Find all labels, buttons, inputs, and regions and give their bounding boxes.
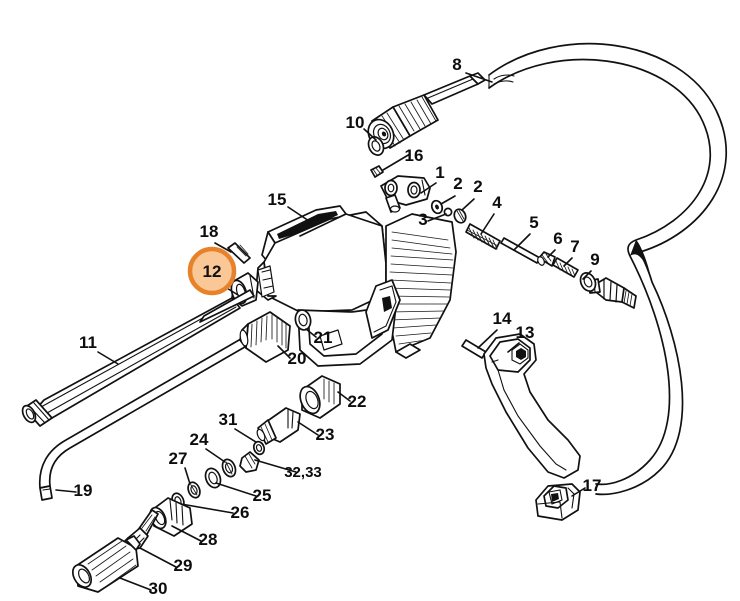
part-22-coupling-sleeve (299, 375, 341, 419)
part-10-o-ring (367, 136, 385, 156)
part-25-seal-ring (204, 467, 222, 489)
part-31-o-ring (252, 440, 266, 456)
part-17-safety-latch (535, 483, 581, 521)
callout-label-18: 18 (200, 222, 219, 241)
callout-label-9: 9 (590, 250, 599, 269)
callout-label-14: 14 (493, 309, 512, 328)
callout-label-13: 13 (516, 323, 535, 342)
part-1-swivel-fitting (380, 175, 431, 213)
callout-label-4: 4 (492, 193, 502, 212)
part-13-trigger-lever (483, 333, 581, 479)
callout-label-15: 15 (268, 190, 287, 209)
high-pressure-hose (488, 42, 727, 496)
callout-label-3: 3 (418, 210, 427, 229)
part-23-nipple (256, 407, 301, 445)
part-2-washer-b (453, 208, 467, 224)
part-21-o-ring (294, 309, 312, 331)
callout-label-1: 1 (435, 163, 444, 182)
callout-label-23: 23 (316, 425, 335, 444)
part-32-33-filter-insert (239, 451, 260, 473)
part-28-nozzle-body (137, 497, 193, 537)
callout-label-8: 8 (452, 55, 461, 74)
callout-label-2: 2 (473, 177, 482, 196)
part-18-set-screw (227, 242, 251, 264)
highlight-ring-circle[interactable] (187, 246, 237, 296)
callout-label-19: 19 (74, 481, 93, 500)
callout-label-26: 26 (231, 503, 250, 522)
part-27-o-ring (187, 481, 201, 499)
callout-label-11: 11 (79, 333, 97, 352)
callout-label-5: 5 (529, 213, 538, 232)
part-20-knurled-nut (239, 311, 291, 363)
highlight-callout-12[interactable]: 12 (187, 246, 237, 296)
part-4-compression-spring (465, 223, 501, 250)
part-7-small-spring (552, 257, 579, 278)
part-16-screw (370, 165, 384, 178)
callout-label-27: 27 (169, 449, 188, 468)
callout-label-16: 16 (405, 146, 424, 165)
callout-label-31: 31 (219, 410, 238, 429)
callout-label-30: 30 (149, 579, 168, 598)
highlight-part-number: 12 (203, 262, 222, 281)
callout-label-29: 29 (174, 556, 193, 575)
leader-lines (55, 72, 592, 591)
callout-label-17: 17 (583, 476, 602, 495)
callout-label-28: 28 (199, 530, 218, 549)
callout-label-20: 20 (288, 349, 307, 368)
part-24-washer (221, 458, 237, 478)
part-14-pivot-pin (461, 339, 487, 359)
callout-label-10: 10 (346, 113, 365, 132)
callout-label-6: 6 (553, 229, 562, 248)
callout-label-32-33: 32,33 (284, 464, 322, 481)
part-30-nozzle-grip (71, 535, 141, 593)
callout-label-22: 22 (348, 392, 367, 411)
callout-label-2: 2 (453, 174, 462, 193)
callout-label-25: 25 (253, 486, 272, 505)
part-15-gun-housing (255, 205, 457, 367)
callout-label-21: 21 (314, 328, 333, 347)
part-2-washer-a (430, 199, 444, 215)
part-11-spray-lance (21, 289, 255, 427)
callout-label-7: 7 (570, 237, 579, 256)
callout-label-24: 24 (190, 430, 209, 449)
